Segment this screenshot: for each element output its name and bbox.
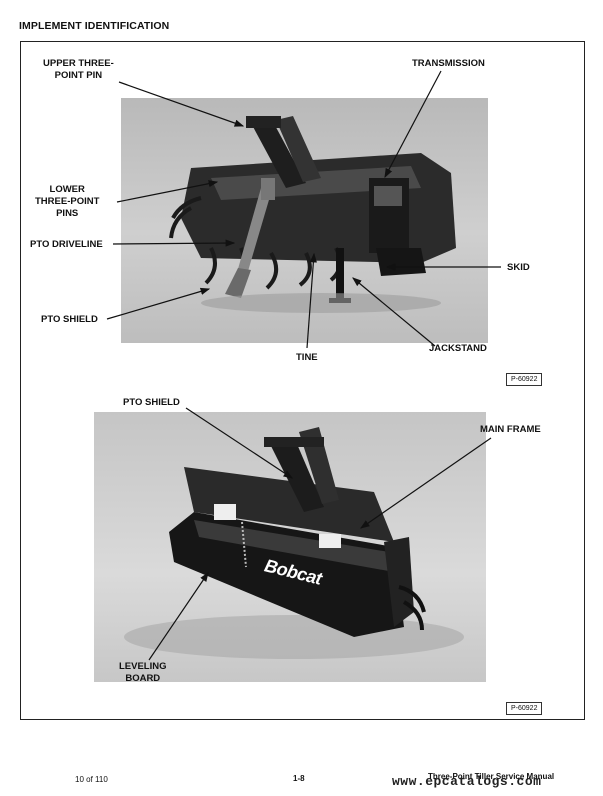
label-transmission: TRANSMISSION [412, 58, 485, 69]
part-number-1: P-60922 [506, 373, 543, 386]
tiller-rear-drawing [169, 116, 456, 313]
figure-front-view: Bobcat PTO SHIELD MAIN FRAME LEVELING BO… [20, 390, 585, 720]
label-skid: SKID [507, 262, 530, 273]
label-upper-three-point-pin: UPPER THREE- POINT PIN [43, 58, 114, 81]
page-count: 10 of 110 [75, 775, 108, 784]
label-tine: TINE [296, 352, 318, 363]
label-pto-driveline: PTO DRIVELINE [30, 239, 103, 250]
part-number-2: P-60922 [506, 702, 543, 715]
tiller-front-drawing [124, 427, 464, 659]
page-number: 1-8 [293, 774, 305, 783]
tiller-rear-photo [121, 98, 488, 343]
label-main-frame: MAIN FRAME [480, 424, 541, 435]
manual-title: Three-Point Tiller Service Manual [428, 772, 555, 781]
figure2-leader-lines [148, 407, 492, 661]
page-title: IMPLEMENT IDENTIFICATION [19, 20, 170, 32]
label-pto-shield: PTO SHIELD [41, 314, 98, 325]
label-lower-three-point-pins: LOWER THREE-POINT PINS [35, 184, 100, 219]
tiller-front-photo: Bobcat [94, 412, 486, 682]
watermark: www.epcatalogs.com [392, 774, 542, 789]
figure1-leader-lines [106, 70, 501, 349]
label-leveling-board: LEVELING BOARD [119, 661, 167, 684]
figure-rear-view: UPPER THREE- POINT PIN TRANSMISSION LOWE… [20, 41, 585, 392]
label-pto-shield-front: PTO SHIELD [123, 397, 180, 408]
label-jackstand: JACKSTAND [429, 343, 487, 354]
